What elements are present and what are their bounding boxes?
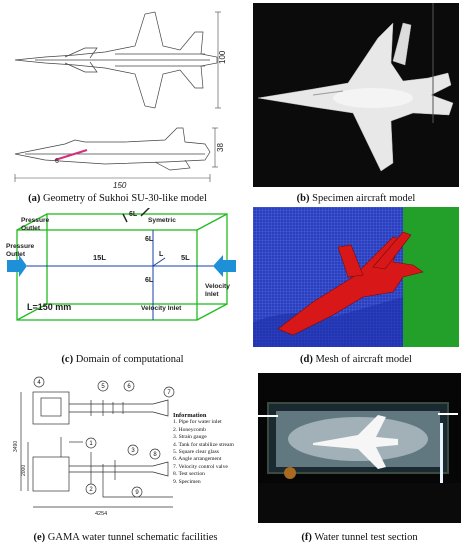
info-item: 6. Angle arrangement: [173, 456, 222, 463]
panel-e-schematic: 4 5 6 7 1 2 3 8 9 3490 2000 4254: [3, 372, 248, 520]
caption-b-text: Specimen aircraft model: [309, 193, 416, 204]
info-item: 8. Test section: [173, 471, 205, 478]
panel-b-specimen-photo: [253, 3, 459, 187]
caption-f-text: Water tunnel test section: [311, 532, 418, 543]
caption-d-letter: (d): [300, 354, 313, 365]
velocity-inlet-right-line1: Velocity: [205, 283, 230, 290]
six-l-top: 6L: [129, 211, 138, 218]
info-item: 7. Velocity control valve: [173, 463, 228, 470]
info-item: 4. Tank for stabilize stream: [173, 441, 234, 448]
symetric-label: Symetric: [148, 217, 176, 224]
inlet-arrow: [213, 255, 236, 277]
caption-a: (a) Geometry of Sukhoi SU-30-like model: [5, 193, 230, 204]
dim-width: 100: [218, 50, 227, 64]
outlet-arrow: [7, 255, 27, 277]
caption-b: (b) Specimen aircraft model: [253, 193, 459, 204]
pressure-outlet-top-line2: Outlet: [21, 225, 41, 232]
length-label: L=150 mm: [27, 302, 71, 312]
pressure-outlet-top-line1: Pressure: [21, 217, 50, 224]
velocity-inlet-bottom: Velocity Inlet: [141, 305, 182, 312]
pressure-outlet-left-line2: Outlet: [6, 251, 26, 258]
callout-3: 3: [131, 448, 135, 454]
callout-5: 5: [101, 384, 105, 390]
dim-length: 4254: [95, 511, 107, 517]
caption-a-letter: (a): [28, 193, 41, 204]
info-item: 3. Strain gauge: [173, 434, 207, 441]
info-item: 5. Square clear glass: [173, 449, 219, 456]
tunnel-photo-image: [258, 373, 461, 523]
aircraft-model: [277, 231, 424, 336]
fifteen-l: 15L: [93, 253, 106, 262]
six-l-bottom: 6L: [145, 277, 154, 284]
tunnel-specimen: [313, 415, 398, 469]
callout-4: 4: [37, 380, 41, 386]
info-legend: Information 1. Pipe for water inlet 2. H…: [173, 412, 234, 486]
panel-d-mesh: [253, 207, 459, 347]
dim-length: 150: [113, 181, 127, 190]
six-l-mid: 6L: [145, 236, 154, 243]
caption-b-letter: (b): [296, 193, 310, 204]
domain-diagram: Pressure Outlet Symetric Pressure Outlet…: [6, 205, 236, 321]
caption-e-letter: (e): [33, 532, 46, 543]
caption-f: (f) Water tunnel test section: [258, 532, 461, 543]
info-item: 1. Pipe for water inlet: [173, 419, 222, 426]
panel-f-tunnel-photo: [258, 373, 461, 523]
info-title: Information: [173, 412, 207, 419]
callout-8: 8: [153, 452, 157, 458]
angle-line: [54, 149, 88, 161]
info-item: 2. Honeycomb: [173, 426, 206, 433]
caption-c: (c) Domain of computational: [5, 354, 240, 365]
dim-lower-height: 2000: [21, 465, 27, 476]
l-mark: L: [159, 251, 164, 258]
callout-6: 6: [127, 384, 131, 390]
caption-c-letter: (c): [61, 354, 74, 365]
caption-f-letter: (f): [301, 532, 312, 543]
panel-c-domain: Pressure Outlet Symetric Pressure Outlet…: [5, 205, 240, 340]
dim-total-height: 3490: [13, 441, 19, 452]
callout-2: 2: [89, 487, 93, 493]
caption-d: (d) Mesh of aircraft model: [253, 354, 459, 365]
caption-a-text: Geometry of Sukhoi SU-30-like model: [40, 193, 207, 204]
panel-a-geometry: 6 100 38 150: [5, 2, 230, 190]
caption-e-text: GAMA water tunnel schematic facilities: [45, 532, 218, 543]
mesh-image: [253, 207, 459, 347]
specimen-aircraft-image: [253, 3, 459, 187]
pressure-outlet-left-line1: Pressure: [6, 243, 35, 250]
dim-height: 38: [216, 143, 225, 152]
geometry-drawing: 6 100 38 150: [14, 11, 227, 190]
five-l: 5L: [181, 253, 190, 262]
schematic-drawing: 4 5 6 7 1 2 3 8 9 3490 2000 4254: [13, 376, 175, 517]
info-item: 9. Specimen: [173, 478, 201, 485]
callout-9: 9: [135, 490, 139, 496]
callout-7: 7: [167, 390, 171, 396]
velocity-inlet-right-line2: Inlet: [205, 291, 219, 298]
caption-d-text: Mesh of aircraft model: [312, 354, 412, 365]
callout-1: 1: [89, 441, 93, 447]
caption-e: (e) GAMA water tunnel schematic faciliti…: [3, 532, 248, 543]
caption-c-text: Domain of computational: [73, 354, 184, 365]
angle-label: 6: [55, 158, 59, 165]
